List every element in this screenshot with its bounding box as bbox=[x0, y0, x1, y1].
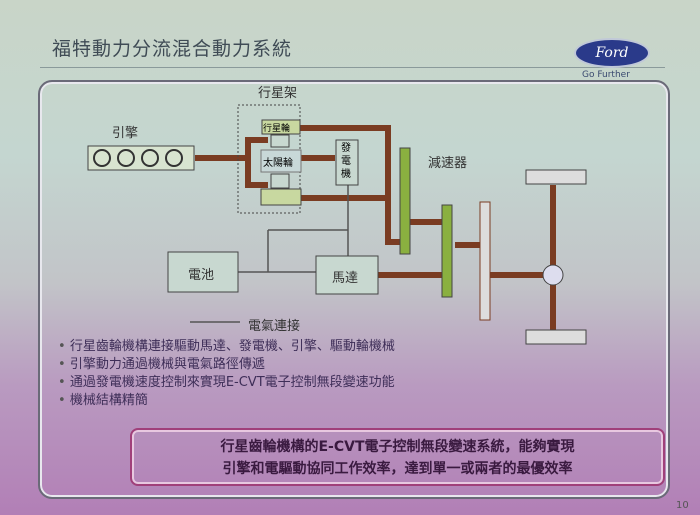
electrical-links bbox=[190, 185, 349, 323]
generator-box bbox=[335, 139, 359, 186]
planet-gear-box bbox=[261, 119, 301, 135]
final-drive-gear bbox=[479, 201, 491, 321]
sun-gear-label: 太陽輪 bbox=[263, 158, 293, 169]
content-frame bbox=[38, 80, 670, 499]
summary-line: 引擎和電驅動協同工作效率，達到單一或兩者的最優效率 bbox=[222, 461, 573, 477]
motor-label: 馬達 bbox=[332, 271, 359, 286]
title-divider bbox=[40, 67, 665, 68]
battery-label: 電池 bbox=[188, 268, 215, 283]
engine-label: 引擎 bbox=[112, 126, 139, 141]
logo-tagline: Go Further bbox=[582, 70, 630, 80]
ford-logo: Ford bbox=[574, 38, 650, 68]
differential bbox=[542, 264, 564, 286]
mechanical-links bbox=[195, 125, 556, 330]
planet-gear-label: 行星輪 bbox=[263, 124, 291, 134]
battery-box bbox=[167, 251, 239, 293]
generator-label: 發電機 bbox=[341, 143, 351, 180]
sun-gear-box bbox=[260, 149, 302, 173]
bullet-item: 通過發電機速度控制來實現E-CVT電子控制無段變速功能 bbox=[58, 374, 395, 392]
motor-box bbox=[315, 255, 379, 295]
bullet-item: 行星齒輪機構連接驅動馬達、發電機、引擎、驅動輪機械 bbox=[58, 338, 395, 356]
summary-line: 行星齒輪機構的E-CVT電子控制無段變速系統，能夠實現 bbox=[220, 439, 575, 455]
summary-box: 行星齒輪機構的E-CVT電子控制無段變速系統，能夠實現 引擎和電驅動協同工作效率… bbox=[130, 428, 665, 486]
wheel-rear bbox=[525, 329, 587, 345]
bullet-list: 行星齒輪機構連接驅動馬達、發電機、引擎、驅動輪機械 引擎動力通過機械與電氣路徑傳… bbox=[58, 338, 395, 410]
wheel-front bbox=[525, 169, 587, 185]
planet-carrier-label: 行星架 bbox=[258, 86, 298, 101]
reducer-label: 減速器 bbox=[428, 156, 468, 171]
reducer-gear-2 bbox=[441, 204, 453, 298]
reducer-gear-1 bbox=[399, 147, 411, 255]
electrical-legend-label: 電氣連接 bbox=[248, 319, 301, 334]
bullet-item: 機械結構精簡 bbox=[58, 392, 395, 410]
engine-cylinders bbox=[93, 149, 183, 167]
page-number: 10 bbox=[676, 500, 689, 511]
slide-title: 福特動力分流混合動力系統 bbox=[52, 38, 293, 60]
bullet-item: 引擎動力通過機械與電氣路徑傳遞 bbox=[58, 356, 395, 374]
